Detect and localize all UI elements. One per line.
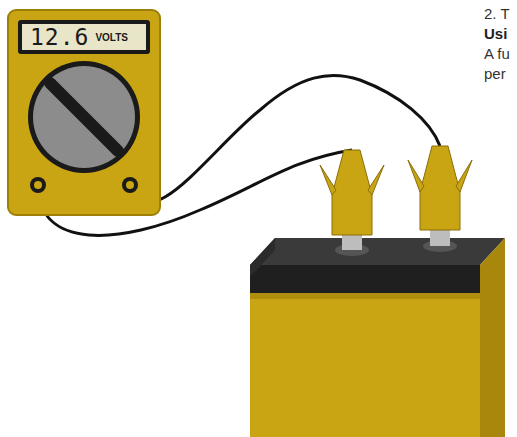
display-reading: 12.6: [30, 26, 89, 49]
battery: [250, 220, 505, 437]
cropped-text: Usi: [484, 26, 507, 41]
display-unit: VOLTS: [95, 33, 128, 43]
cropped-text: A fu: [484, 46, 510, 61]
multimeter: [8, 10, 160, 215]
cropped-text: 2. T: [484, 6, 510, 21]
probe-wire: [130, 75, 440, 202]
cropped-text: per: [484, 66, 506, 81]
alligator-clip: [320, 146, 472, 235]
